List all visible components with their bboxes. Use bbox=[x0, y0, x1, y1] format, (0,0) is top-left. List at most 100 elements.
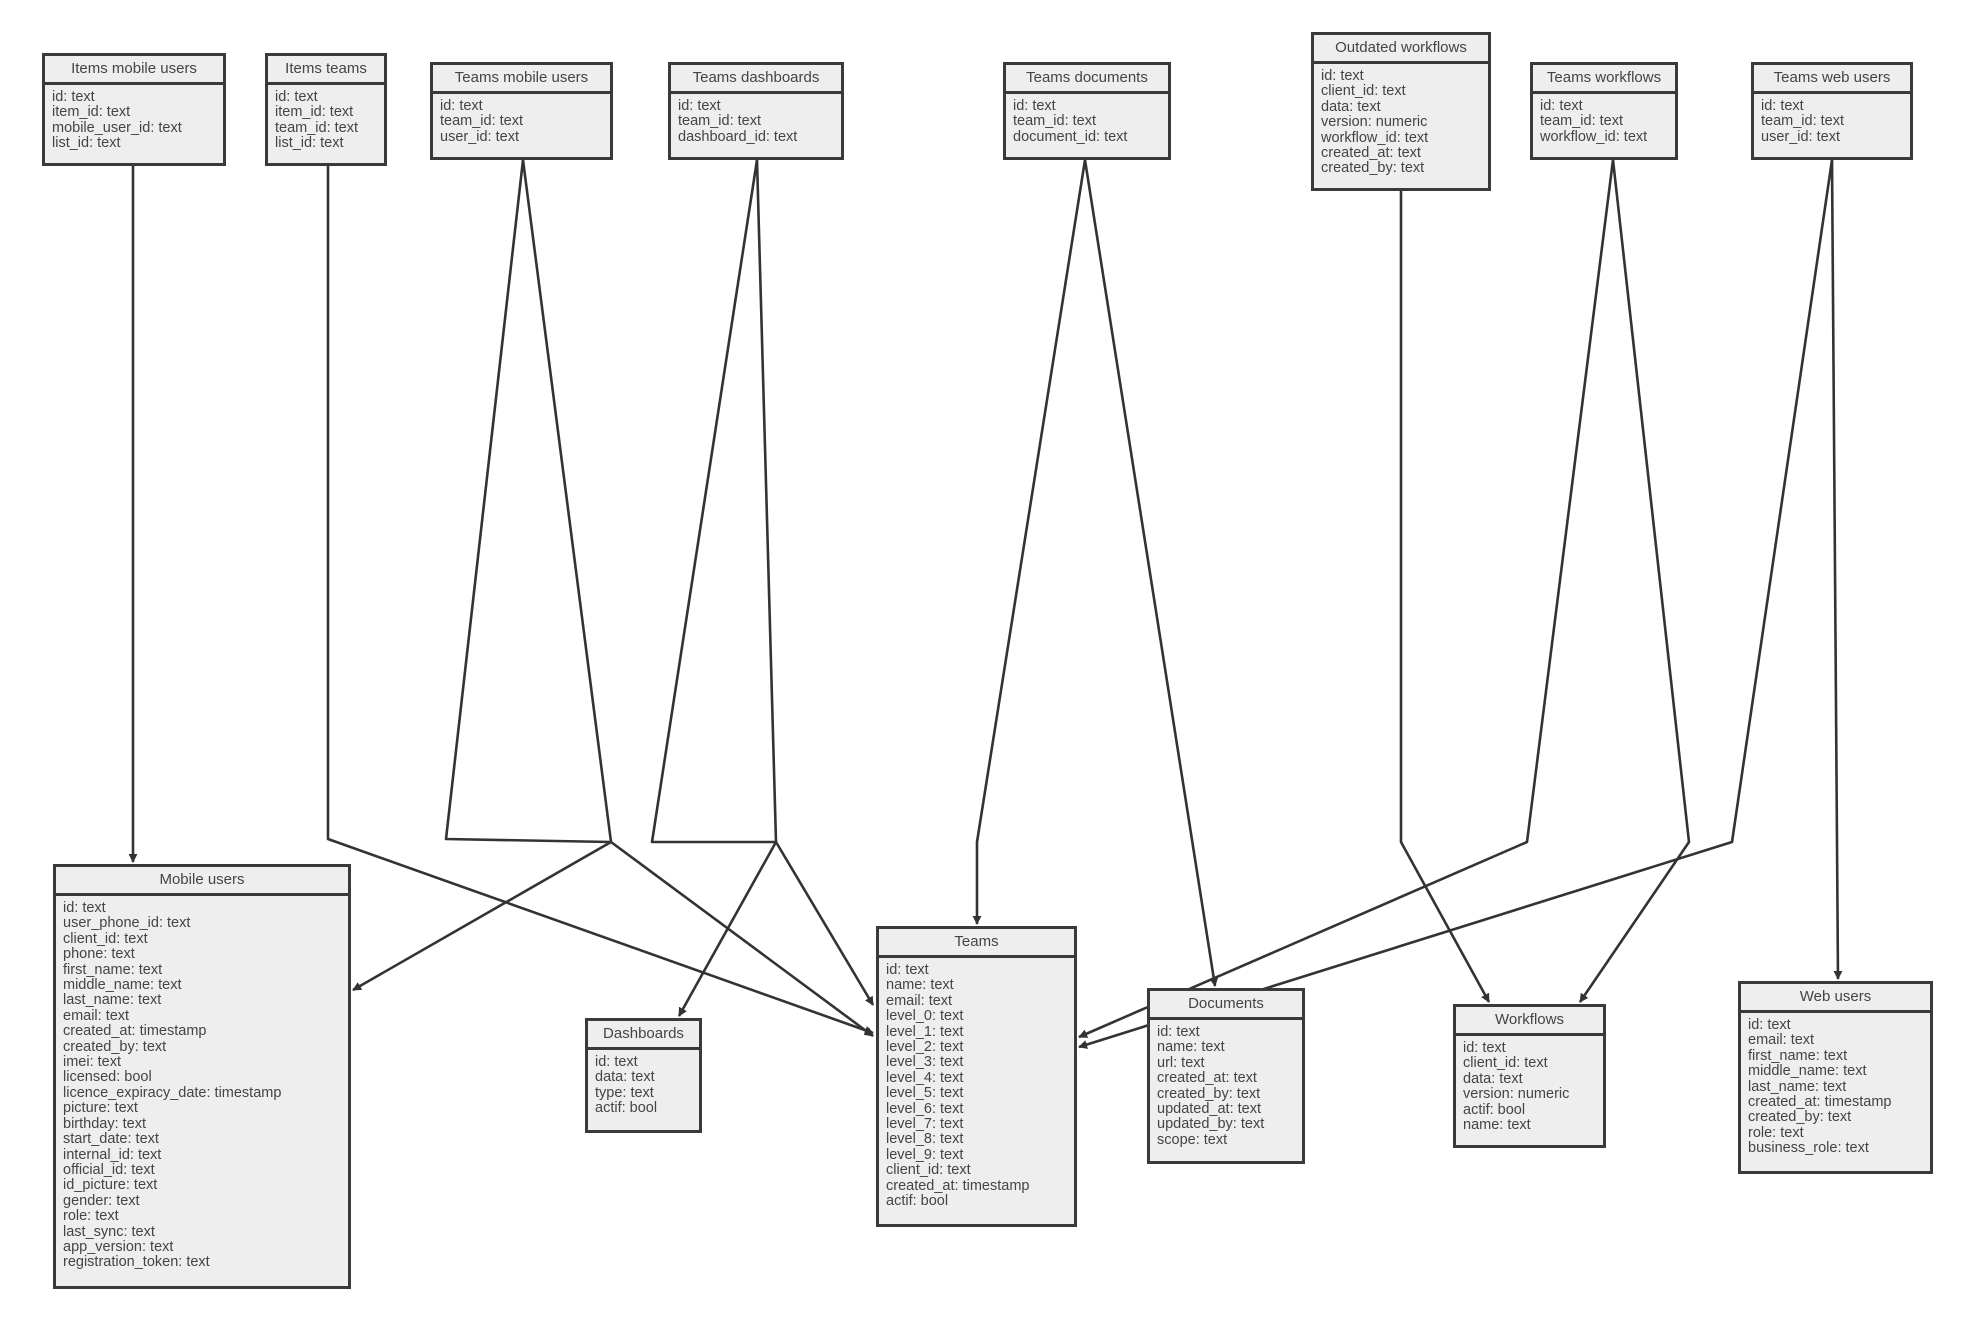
entity-field: updated_at: text bbox=[1157, 1101, 1261, 1118]
entity-field: created_by: text bbox=[63, 1038, 167, 1055]
entity-field: id: text bbox=[1748, 1017, 1791, 1033]
entity-field: business_role: text bbox=[1748, 1140, 1869, 1157]
entity-field: actif: bool bbox=[595, 1100, 658, 1117]
entity-title-items-mobile-users: Items mobile users bbox=[45, 56, 223, 85]
entity-field: id: text bbox=[63, 900, 106, 916]
relation-teams-workflows-to-workflows bbox=[1578, 159, 1691, 1003]
entity-title-dashboards: Dashboards bbox=[588, 1021, 699, 1050]
entity-field: version: numeric bbox=[1321, 114, 1428, 131]
entity-field: level_5: text bbox=[886, 1085, 964, 1102]
relation-teams-dashboards-to-dashboards bbox=[677, 159, 778, 1017]
entity-field: actif: bool bbox=[1463, 1101, 1526, 1118]
entity-field: updated_by: text bbox=[1157, 1116, 1265, 1133]
entity-field: document_id: text bbox=[1013, 128, 1128, 145]
entity-field: id: text bbox=[678, 98, 721, 114]
entity-field: team_id: text bbox=[440, 113, 524, 130]
entity-field: level_7: text bbox=[886, 1116, 964, 1133]
entity-field: client_id: text bbox=[1463, 1055, 1548, 1072]
relation-items-teams-to-teams bbox=[326, 166, 874, 1035]
entity-field: last_sync: text bbox=[63, 1223, 155, 1240]
entity-title-web-users: Web users bbox=[1741, 984, 1930, 1013]
entity-field: id: text bbox=[1463, 1040, 1506, 1056]
entity-field: created_by: text bbox=[1157, 1085, 1261, 1102]
entity-field: created_at: text bbox=[1321, 145, 1421, 162]
entity-field: data: text bbox=[595, 1069, 655, 1086]
entity-field: client_id: text bbox=[63, 930, 148, 947]
entity-field: level_8: text bbox=[886, 1131, 964, 1148]
entity-field: id: text bbox=[1013, 98, 1056, 114]
entity-field: middle_name: text bbox=[1748, 1063, 1867, 1080]
entity-field: level_4: text bbox=[886, 1069, 964, 1086]
entity-field: mobile_user_id: text bbox=[52, 119, 182, 136]
entity-field: created_at: timestamp bbox=[1748, 1094, 1892, 1111]
entity-field: user_phone_id: text bbox=[63, 915, 191, 932]
entity-title-teams-workflows: Teams workflows bbox=[1533, 65, 1675, 94]
entity-field: id: text bbox=[1761, 98, 1804, 114]
entity-title-items-teams: Items teams bbox=[268, 56, 384, 85]
entity-field: team_id: text bbox=[1013, 113, 1097, 130]
entity-field: name: text bbox=[1463, 1117, 1531, 1134]
entity-field: level_1: text bbox=[886, 1023, 964, 1040]
relation-teams-web-users-to-web-users bbox=[1830, 159, 1843, 980]
entity-title-documents: Documents bbox=[1150, 991, 1302, 1020]
entity-title-mobile-users: Mobile users bbox=[56, 867, 348, 896]
entity-title-teams-documents: Teams documents bbox=[1006, 65, 1168, 94]
entity-field: last_name: text bbox=[1748, 1078, 1847, 1095]
entity-field: internal_id: text bbox=[63, 1146, 162, 1163]
entity-field: level_6: text bbox=[886, 1100, 964, 1117]
entity-title-teams-mobile-users: Teams mobile users bbox=[433, 65, 610, 94]
entity-field: user_id: text bbox=[1761, 128, 1840, 145]
entity-field: official_id: text bbox=[63, 1161, 155, 1178]
entity-title-teams-dashboards: Teams dashboards bbox=[671, 65, 841, 94]
entity-field: gender: text bbox=[63, 1192, 140, 1209]
relation-teams-mobile-users-to-mobile-users bbox=[352, 159, 613, 992]
relation-teams-dashboards-to-teams bbox=[650, 159, 875, 1006]
entity-field: first_name: text bbox=[63, 961, 163, 978]
entity-field: id: text bbox=[275, 89, 318, 105]
entity-field: client_id: text bbox=[1321, 83, 1406, 100]
entity-field: data: text bbox=[1463, 1070, 1523, 1087]
entity-field: created_by: text bbox=[1748, 1109, 1852, 1126]
entity-field: created_at: text bbox=[1157, 1070, 1257, 1087]
entity-field: team_id: text bbox=[1761, 113, 1845, 130]
entity-field: item_id: text bbox=[52, 104, 131, 121]
entity-field: picture: text bbox=[63, 1100, 138, 1117]
entity-field: id: text bbox=[595, 1054, 638, 1070]
entity-field: role: text bbox=[1748, 1124, 1804, 1141]
relation-teams-workflows-to-teams bbox=[1078, 159, 1615, 1039]
entity-field: imei: text bbox=[63, 1054, 122, 1071]
entity-field: registration_token: text bbox=[63, 1254, 210, 1271]
entity-field: licence_expiracy_date: timestamp bbox=[63, 1084, 282, 1101]
entity-field: team_id: text bbox=[1540, 113, 1624, 130]
entity-field: type: text bbox=[595, 1084, 654, 1101]
entity-field: team_id: text bbox=[275, 119, 359, 136]
entity-field: licensed: bool bbox=[63, 1069, 152, 1086]
entity-field: data: text bbox=[1321, 98, 1381, 115]
entity-field: middle_name: text bbox=[63, 977, 182, 994]
entity-title-teams: Teams bbox=[879, 929, 1074, 958]
